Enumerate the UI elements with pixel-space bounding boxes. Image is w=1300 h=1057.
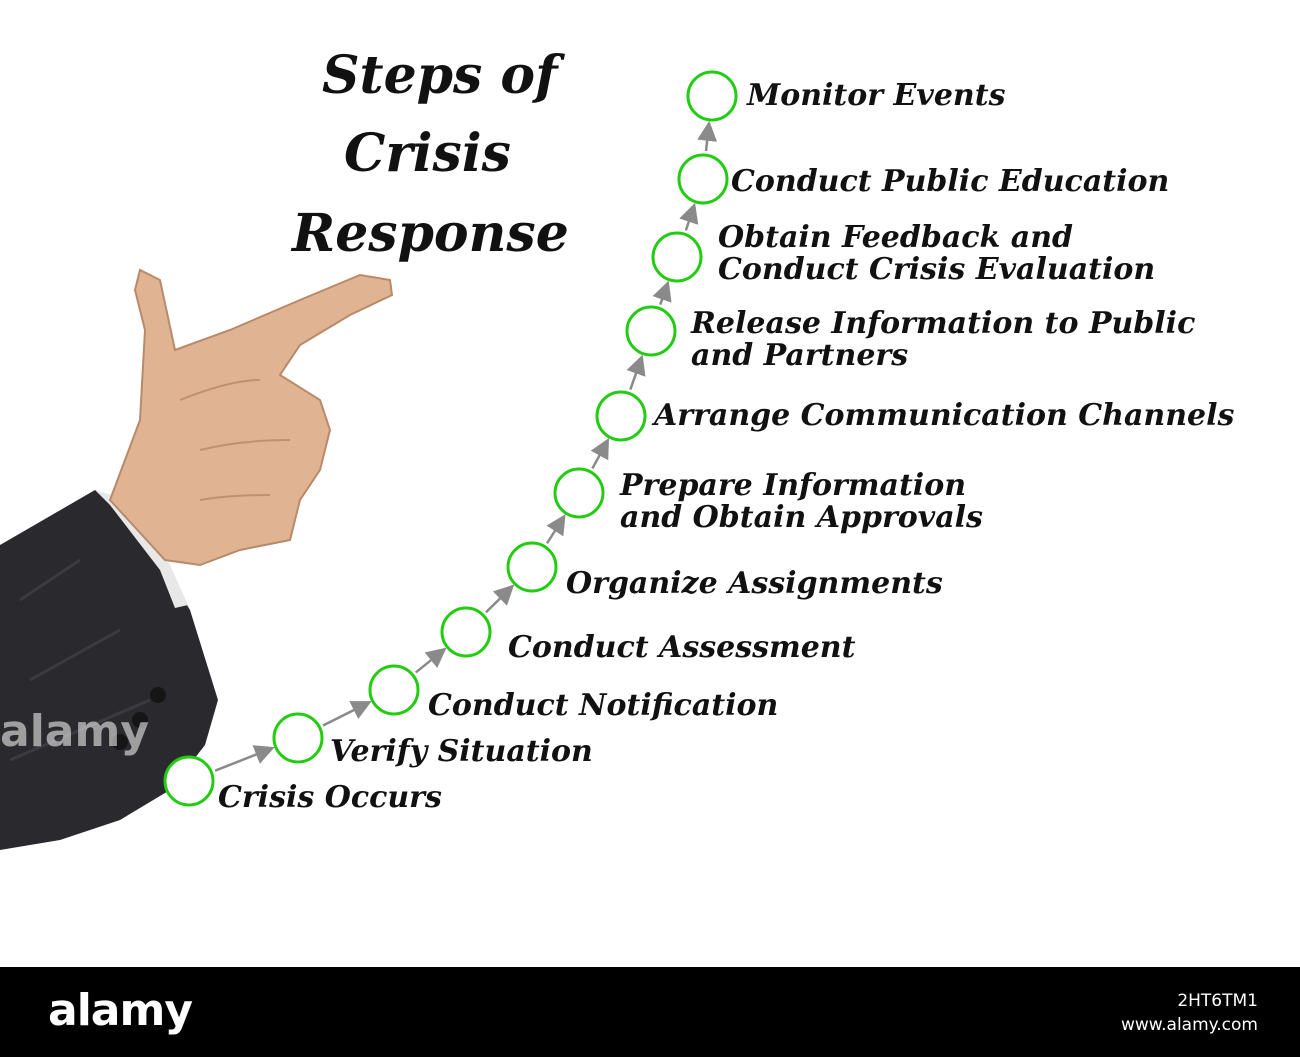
step-label-line: and Partners xyxy=(691,338,909,373)
watermark-text: alamy xyxy=(0,706,149,757)
footer-logo: alamy xyxy=(48,985,193,1036)
step-circle-10 xyxy=(677,153,729,205)
step-arrow-10 xyxy=(697,120,718,152)
step-arrow-9 xyxy=(679,202,699,231)
step-circle-8 xyxy=(625,305,677,357)
step-label-10: Conduct Public Education xyxy=(731,166,1169,198)
step-label-line: Obtain Feedback and xyxy=(718,220,1074,255)
step-flow xyxy=(163,70,738,807)
step-arrow-2 xyxy=(322,701,372,727)
step-label-7: Arrange Communication Channels xyxy=(654,400,1234,432)
title-line-2: Crisis xyxy=(344,123,511,184)
step-label-line: Crisis Occurs xyxy=(218,780,442,815)
step-label-1: Crisis Occurs xyxy=(218,782,442,814)
step-label-line: Conduct Public Education xyxy=(731,164,1170,199)
step-circle-6 xyxy=(553,467,605,519)
title-line-3: Response xyxy=(292,203,569,264)
pointing-hand-illustration xyxy=(0,268,394,850)
step-label-11: Monitor Events xyxy=(747,80,1006,112)
step-arrow-4 xyxy=(485,584,515,614)
step-label-3: Conduct Notification xyxy=(428,690,778,722)
step-circle-9 xyxy=(651,231,703,283)
step-label-5: Organize Assignments xyxy=(566,568,943,600)
title-line-1: Steps of xyxy=(322,45,558,106)
step-arrow-3 xyxy=(415,647,447,674)
step-circle-4 xyxy=(440,606,492,658)
hand xyxy=(108,268,394,567)
step-arrow-7 xyxy=(626,354,646,391)
step-label-line: Conduct Notification xyxy=(428,688,779,723)
footer-image-id: 2HT6TM1 xyxy=(1177,991,1258,1011)
step-circle-11 xyxy=(686,70,738,122)
step-circle-3 xyxy=(368,664,420,716)
footer-image-info: 2HT6TM1 www.alamy.com xyxy=(1121,989,1258,1037)
suit-sleeve xyxy=(0,490,218,850)
step-arrow-5 xyxy=(545,514,566,545)
step-arrow-1 xyxy=(214,745,275,772)
step-label-line: and Obtain Approvals xyxy=(620,500,983,535)
shirt-cuff xyxy=(95,490,188,608)
step-arrow-6 xyxy=(590,437,610,470)
step-label-line: Conduct Assessment xyxy=(508,630,856,665)
step-circle-7 xyxy=(595,390,647,442)
step-circle-1 xyxy=(163,755,215,807)
step-label-line: Release Information to Public xyxy=(691,306,1196,341)
step-label-line: Verify Situation xyxy=(330,734,593,769)
step-circle-2 xyxy=(272,712,324,764)
step-circle-5 xyxy=(506,541,558,593)
step-arrow-8 xyxy=(652,280,672,305)
step-label-line: Organize Assignments xyxy=(566,566,943,601)
step-label-line: Prepare Information xyxy=(620,468,967,503)
step-label-line: Arrange Communication Channels xyxy=(654,398,1235,433)
footer-bar: alamy 2HT6TM1 www.alamy.com xyxy=(0,967,1300,1057)
step-label-line: Conduct Crisis Evaluation xyxy=(718,252,1156,287)
step-label-4: Conduct Assessment xyxy=(508,632,855,664)
step-label-2: Verify Situation xyxy=(330,736,593,768)
step-label-line: Monitor Events xyxy=(747,78,1006,113)
footer-site: www.alamy.com xyxy=(1120,1015,1258,1035)
